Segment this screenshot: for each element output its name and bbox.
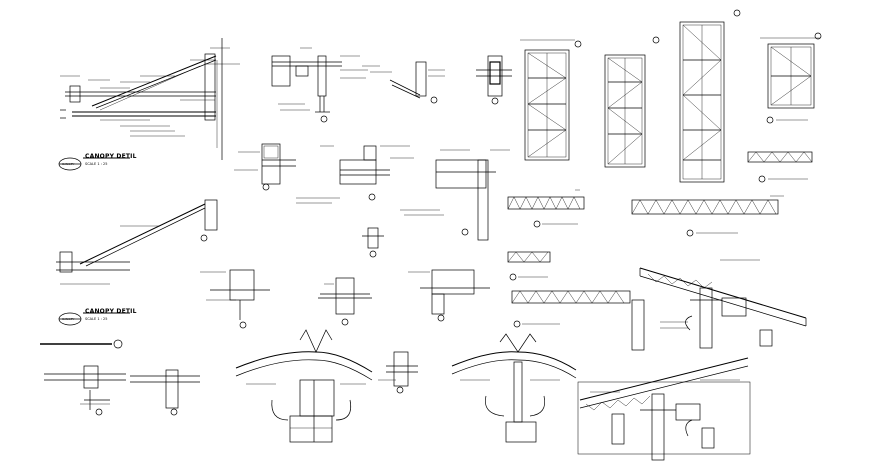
base-plate-detail-4 [408,269,490,322]
horizontal-truss-5 [507,251,551,281]
horizontal-truss-4 [511,290,631,328]
detail-scale-2: SCALE 1 : 25 [85,317,108,321]
detail-tag-circle-2 [58,312,130,326]
detail-tag-1: CANOPY [62,162,75,166]
truss-elevation-2 [604,36,660,168]
sloped-canopy-detail-2 [577,357,751,461]
truss-elevation-3 [679,9,741,183]
column-section-top [476,55,512,105]
horizontal-truss-2 [631,195,784,237]
canopy-elevation-2 [56,199,218,285]
detail-tag-2: CANOPY [62,317,75,321]
truss-elevation-4 [760,32,822,124]
truss-elevation-1 [520,39,582,161]
horizontal-truss-1 [507,189,585,228]
column-base-small [362,227,384,258]
base-plate-detail-1 [234,143,296,191]
base-plate-detail-3 [318,277,372,326]
sloped-canopy-detail-1 [631,259,807,351]
base-plate-detail-2 [200,269,270,329]
detail-title-2: CANOPY DETIL [85,308,137,315]
connection-detail-b [362,61,445,104]
detail-title-1: CANOPY DETIL [85,153,137,160]
connection-detail-a [271,47,368,123]
plan-detail-bottom-left [40,339,200,416]
detail-tag-circle-1 [58,157,130,171]
connection-detail-c [296,145,414,204]
column-elevation-small [378,351,418,394]
pitched-truss-detail-1 [235,329,373,443]
horizontal-truss-3 [747,151,813,183]
canopy-elevation-1 [60,38,240,160]
pitched-truss-detail-2 [451,333,577,443]
detail-scale-1: SCALE 1 : 25 [85,162,108,166]
column-truss-detail [400,149,510,241]
